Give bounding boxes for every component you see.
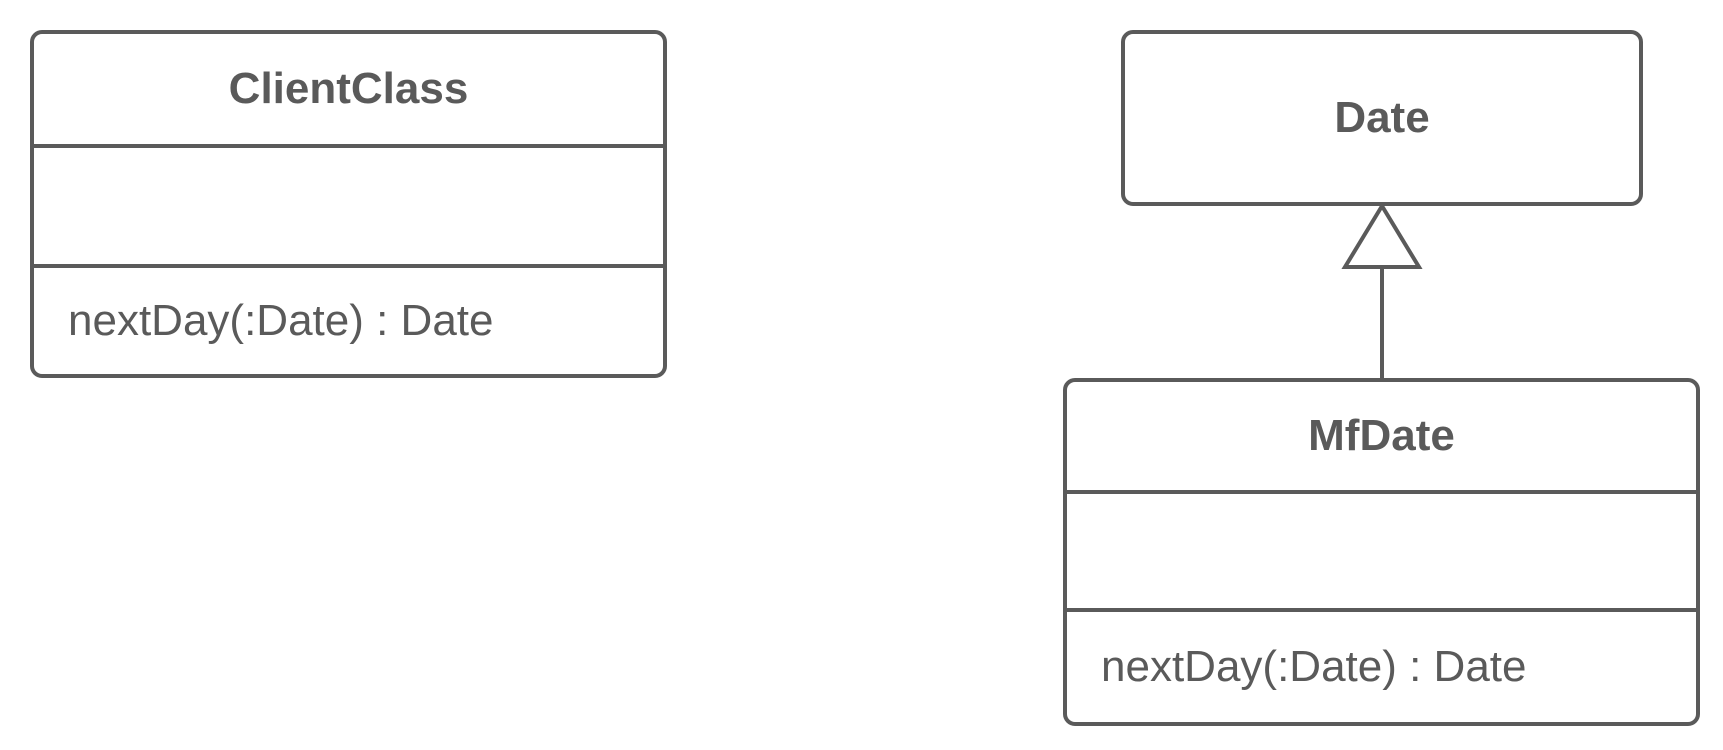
generalization-triangle-head xyxy=(1341,202,1423,269)
class-box-mfdate: MfDate nextDay(:Date) : Date xyxy=(1063,378,1700,726)
class-box-clientclass: ClientClass nextDay(:Date) : Date xyxy=(30,30,667,378)
class-name-compartment: MfDate xyxy=(1067,382,1696,490)
class-name: ClientClass xyxy=(228,64,469,113)
operation-text: nextDay(:Date) : Date xyxy=(1101,642,1527,691)
class-name: MfDate xyxy=(1308,411,1455,460)
generalization-arrow xyxy=(1341,202,1423,378)
operation-text: nextDay(:Date) : Date xyxy=(68,296,494,345)
attributes-compartment xyxy=(1067,490,1696,608)
class-name-compartment: Date xyxy=(1125,34,1639,202)
attributes-compartment xyxy=(34,144,663,264)
class-name: Date xyxy=(1334,93,1430,142)
operations-compartment: nextDay(:Date) : Date xyxy=(34,264,663,374)
class-name-compartment: ClientClass xyxy=(34,34,663,144)
class-box-date: Date xyxy=(1121,30,1643,206)
operations-compartment: nextDay(:Date) : Date xyxy=(1067,608,1696,722)
